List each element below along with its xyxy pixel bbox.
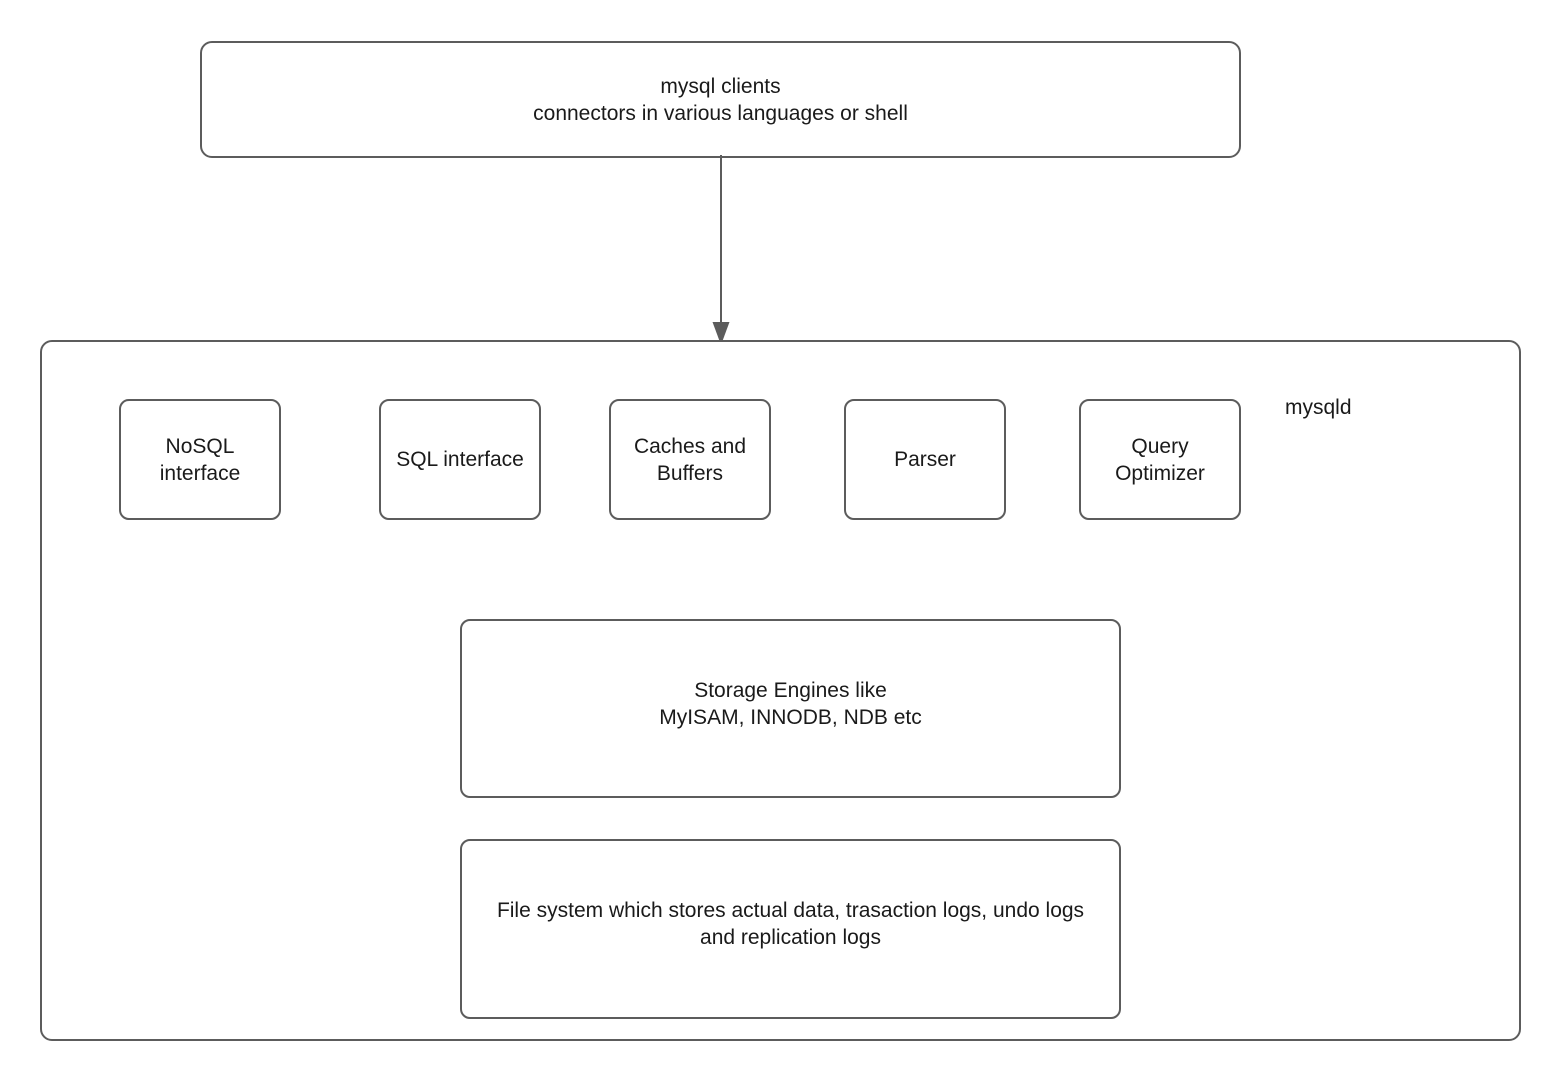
- mysql-clients-label: mysql clients connectors in various lang…: [533, 74, 908, 125]
- storage-engines-label: Storage Engines like MyISAM, INNODB, NDB…: [659, 679, 922, 729]
- component-label: Query Optimizer: [1115, 434, 1205, 485]
- component-sql-interface[interactable]: SQL interface: [379, 399, 541, 520]
- component-label: SQL interface: [396, 448, 524, 471]
- arrow-down-icon: [712, 155, 730, 345]
- mysql-clients-box[interactable]: mysql clients connectors in various lang…: [200, 41, 1241, 158]
- component-label: NoSQL interface: [159, 434, 241, 485]
- file-system-label: File system which stores actual data, tr…: [496, 899, 1085, 949]
- component-parser[interactable]: Parser: [844, 399, 1006, 520]
- component-caches-and-buffers[interactable]: Caches and Buffers: [609, 399, 771, 520]
- component-nosql-interface[interactable]: NoSQL interface: [119, 399, 281, 520]
- component-label: Caches and Buffers: [633, 434, 747, 485]
- storage-engines-box[interactable]: Storage Engines like MyISAM, INNODB, NDB…: [460, 619, 1121, 798]
- mysqld-label: mysqld: [1285, 396, 1352, 419]
- file-system-box[interactable]: File system which stores actual data, tr…: [460, 839, 1121, 1019]
- component-label: Parser: [894, 448, 956, 471]
- component-query-optimizer[interactable]: Query Optimizer: [1079, 399, 1241, 520]
